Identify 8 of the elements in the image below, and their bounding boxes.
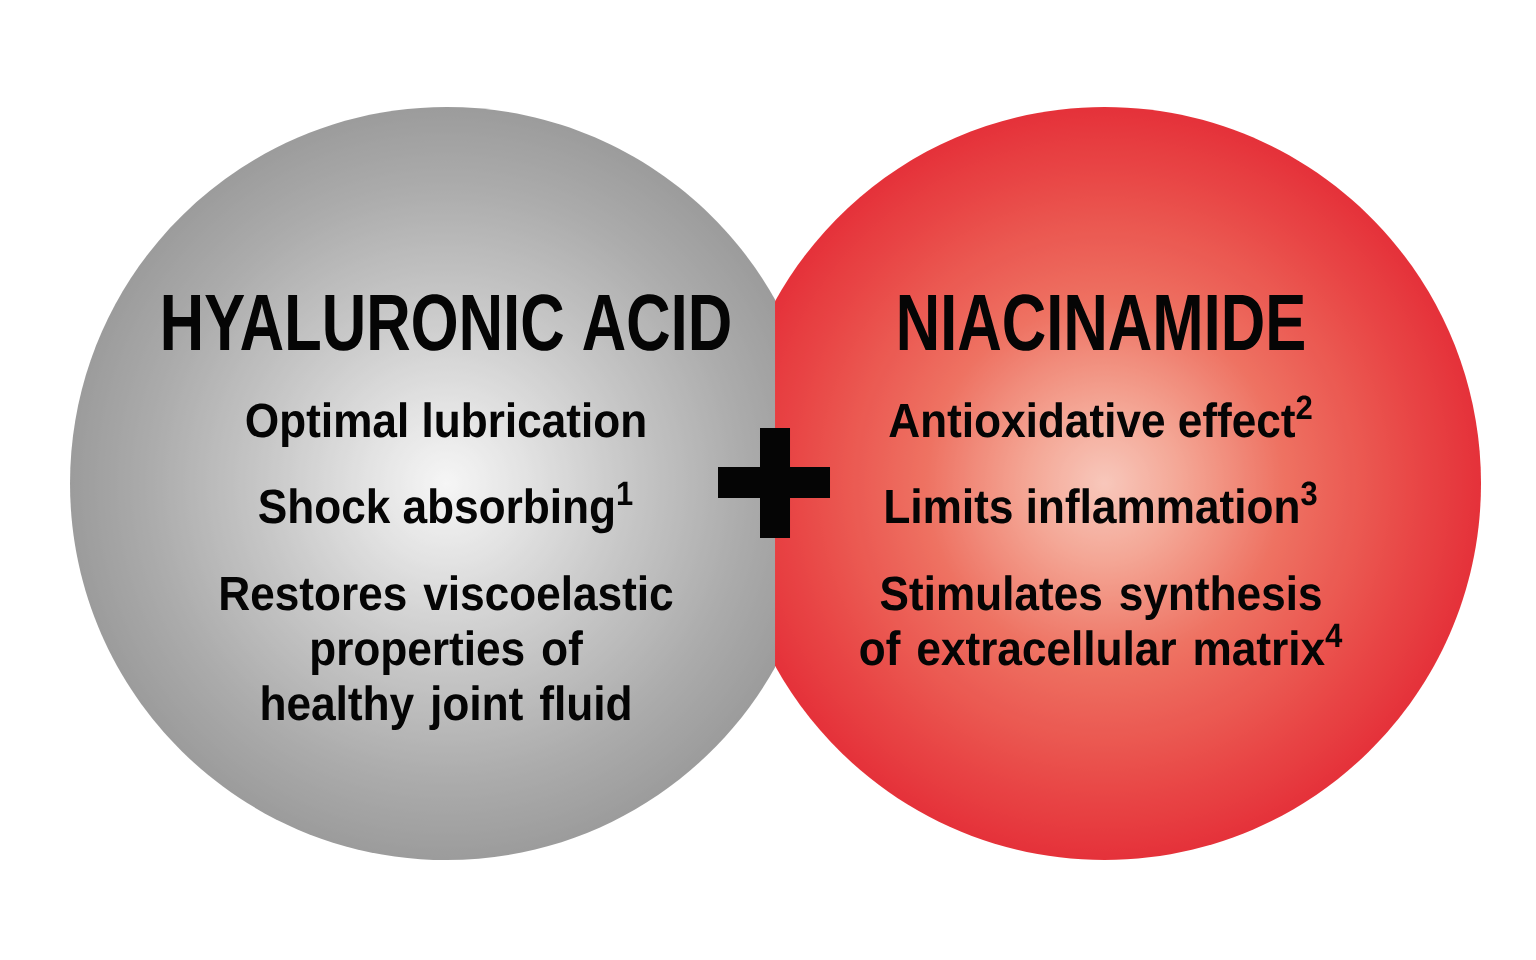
benefit-text: Shock absorbing$^{1}$ (259, 481, 633, 534)
benefit-text: Restores viscoelastic properties of healthy joint fluid (221, 575, 673, 730)
benefit-text: Limits inflammation$^{3}$ (886, 481, 1317, 524)
benefit-text: Antioxidative effect$^{2}$ (889, 395, 1312, 438)
heading: NIACINAMIDE (899, 294, 1304, 351)
benefit-text: Optimal lubrication (246, 402, 645, 447)
heading: HYALURONIC ACID (163, 294, 730, 351)
benefit-text: Stimulates synthesis of extracellular matrix$^{4}$ (860, 575, 1343, 666)
